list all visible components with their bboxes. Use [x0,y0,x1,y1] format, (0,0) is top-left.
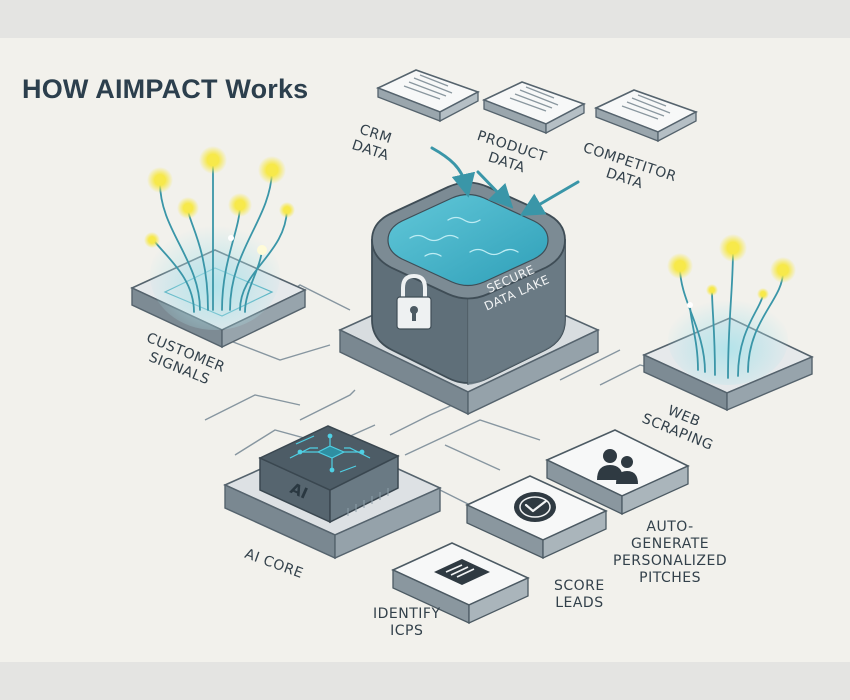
top-band [0,0,850,38]
web-scraping-glow-nodes [667,234,796,308]
page-title: HOW AIMPACT Works [22,74,309,104]
chip-circuit-icon [289,433,371,473]
product-document-icon [481,81,586,135]
auto-generate-tile [545,429,690,516]
inflow-arrows [430,146,580,217]
checkmark-icon [514,492,556,522]
competitor-document-icon [593,89,698,143]
customer-signals-glow-nodes [144,146,295,255]
ai-chip-label: AI [287,479,310,502]
identify-icps-tile [391,542,530,625]
users-icon [597,449,638,484]
crm-document-icon [375,69,480,123]
bottom-band [0,662,850,700]
list-icon [434,559,490,585]
customer-signals-platform [130,220,307,349]
ai-chip [258,425,400,524]
padlock-icon [396,273,432,330]
